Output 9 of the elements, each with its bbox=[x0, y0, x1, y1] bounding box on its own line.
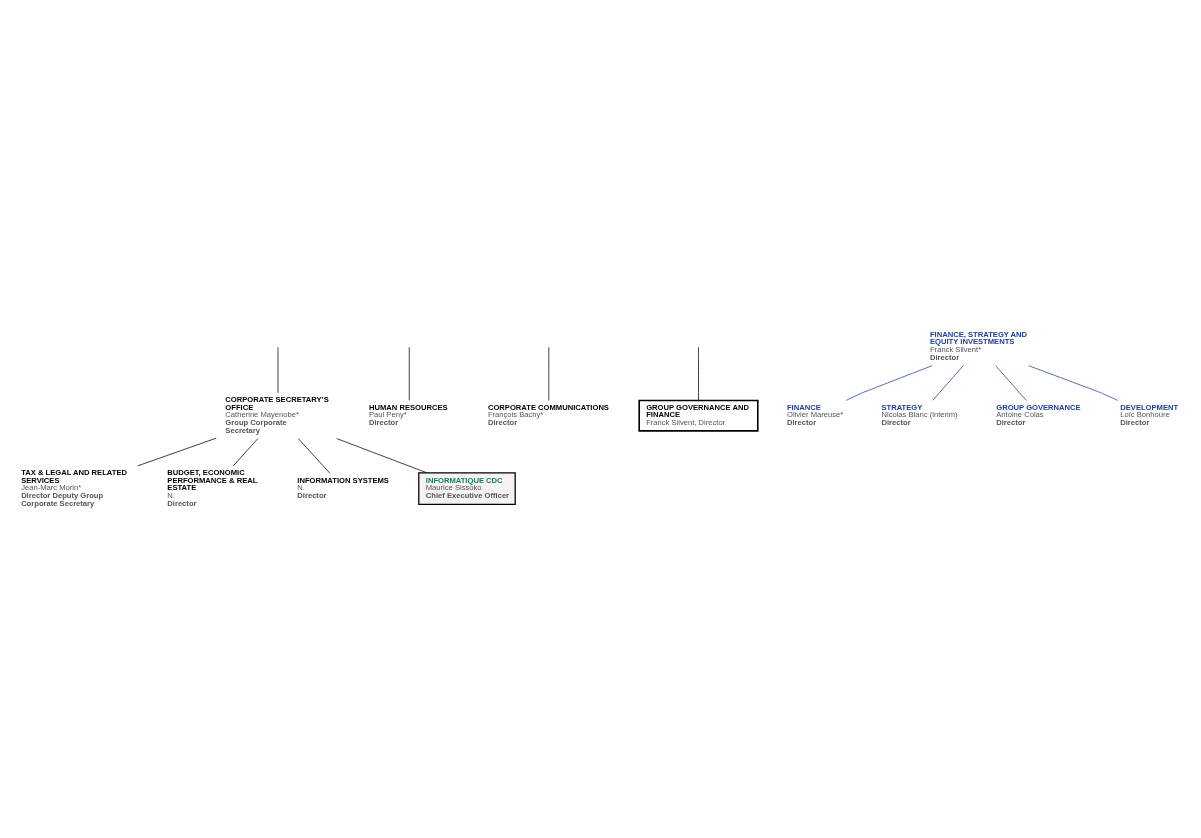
connector bbox=[845, 364, 933, 401]
connector bbox=[233, 437, 259, 466]
connector bbox=[336, 437, 428, 473]
connector bbox=[1028, 364, 1119, 401]
connector bbox=[698, 346, 699, 401]
connector bbox=[932, 364, 964, 401]
connector bbox=[297, 437, 331, 474]
connector bbox=[137, 437, 217, 466]
connector bbox=[995, 364, 1027, 401]
